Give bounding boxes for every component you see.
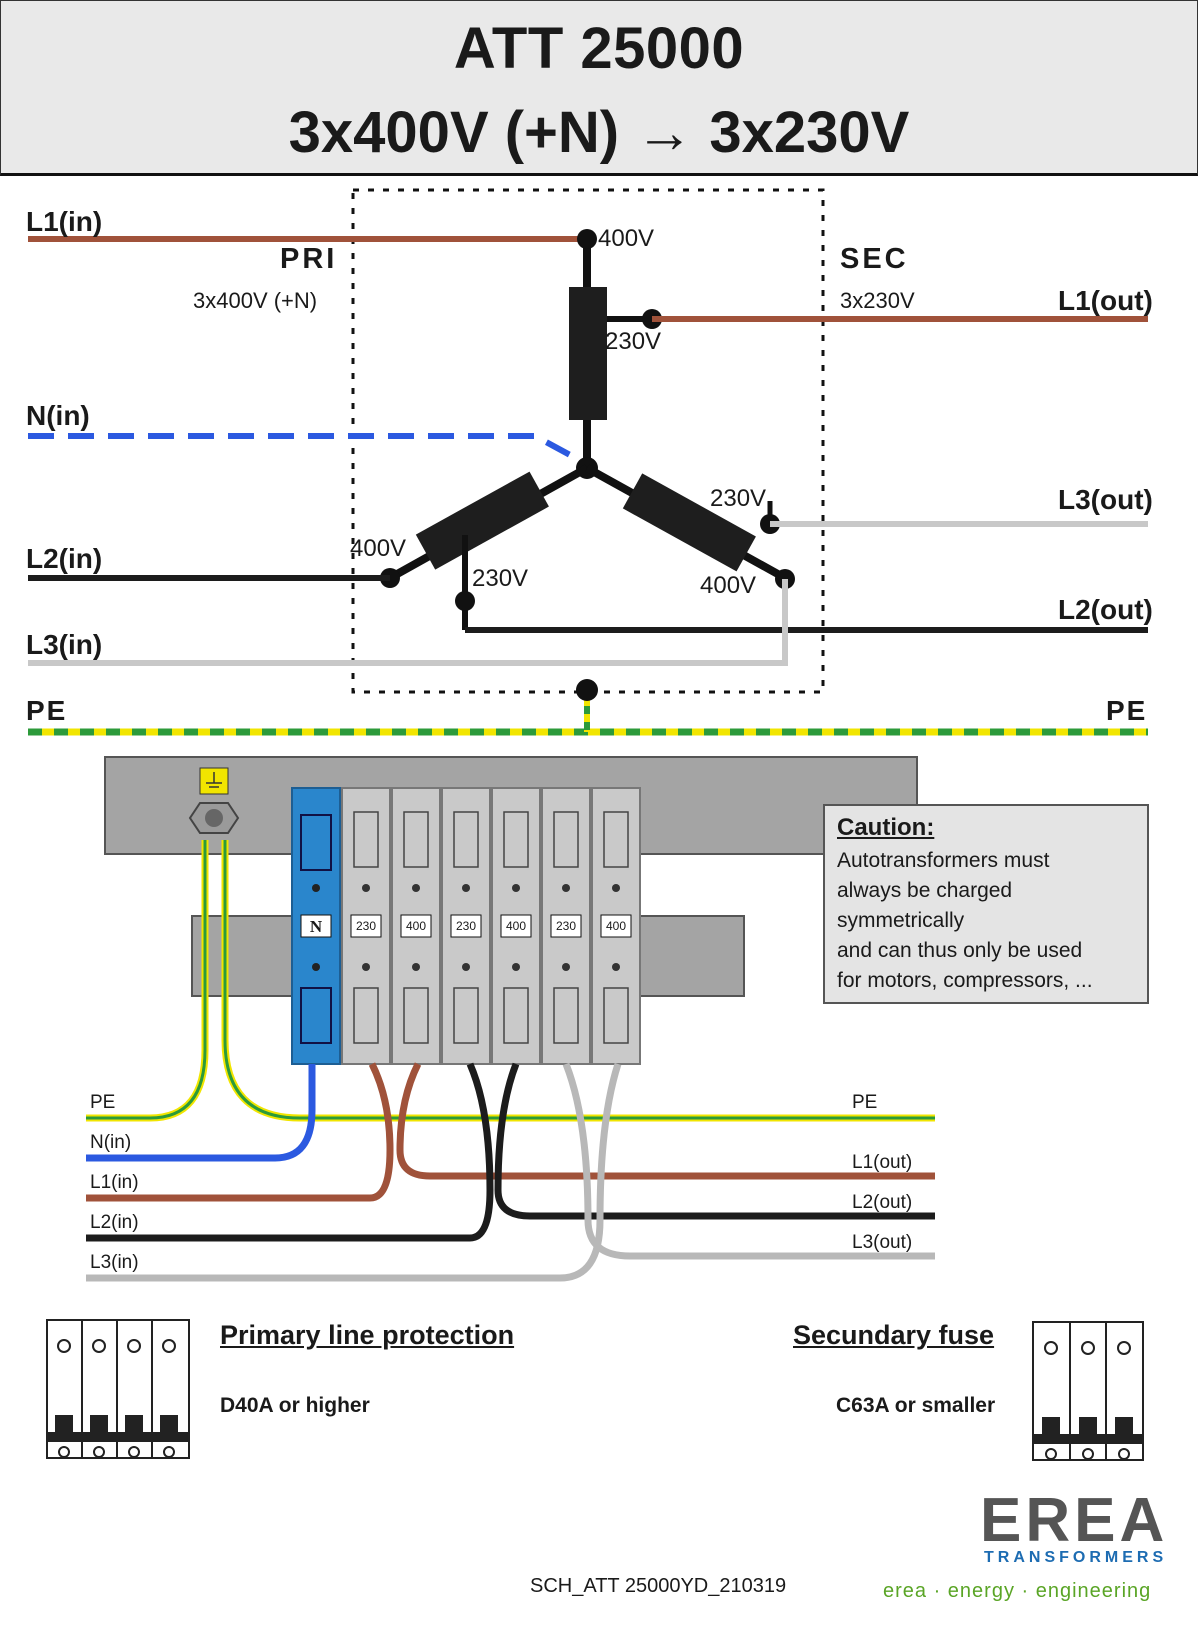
primary-protection-title: Primary line protection	[220, 1320, 515, 1350]
l2-out-cable	[494, 1062, 935, 1220]
tap-l1-400: 400V	[598, 225, 655, 252]
n-in-cable	[86, 1064, 316, 1162]
title-header: ATT 25000 3x400V (+N) → 3x230V	[0, 0, 1198, 176]
wire-label-l3-out: L3(out)	[852, 1232, 913, 1253]
label-l1-out: L1(out)	[1058, 285, 1153, 316]
coil-l3	[622, 473, 756, 572]
primary-protection-rating: D40A or higher	[220, 1394, 370, 1417]
wire-label-pe-in: PE	[90, 1092, 116, 1113]
wire-label-l1-out: L1(out)	[852, 1152, 913, 1173]
pri-subtitle: 3x400V (+N)	[193, 288, 318, 313]
l1-out-cable	[396, 1062, 935, 1180]
terminal-label: 400	[505, 919, 527, 933]
caution-line: and can thus only be used	[837, 939, 1083, 962]
secondary-breaker-icon	[1032, 1321, 1144, 1461]
label-l3-in: L3(in)	[26, 629, 103, 660]
grey-terminals	[341, 787, 641, 1065]
tap-l2-230: 230V	[472, 565, 529, 592]
label-l3-out: L3(out)	[1058, 484, 1153, 515]
n-in-wire	[28, 433, 585, 465]
tap-l3-400: 400V	[700, 572, 757, 599]
l3-in-cable	[86, 1062, 622, 1282]
conversion-title: 3x400V (+N) → 3x230V	[288, 100, 910, 165]
wire-label-l2-in: L2(in)	[90, 1212, 139, 1233]
terminal-label: 230	[455, 919, 477, 933]
brand-name: EREA	[980, 1486, 1169, 1555]
wire-label-l2-out: L2(out)	[852, 1192, 913, 1213]
brand-subtitle: TRANSFORMERS	[984, 1549, 1168, 1566]
brand-tagline: erea · energy · engineering	[883, 1580, 1152, 1602]
sec-subtitle: 3x230V	[840, 288, 915, 313]
coil-l2	[415, 471, 549, 570]
label-l2-in: L2(in)	[26, 543, 103, 574]
l3-in-wire	[28, 579, 788, 666]
caution-line: symmetrically	[837, 909, 965, 932]
pe-in-cable	[86, 840, 209, 1122]
model-title: ATT 25000	[453, 16, 745, 81]
erea-logo-icon	[890, 1499, 954, 1563]
tap-l1-230: 230V	[605, 328, 662, 355]
terminal-label: 400	[605, 919, 627, 933]
terminal-label: 230	[355, 919, 377, 933]
l3-out-cable	[562, 1062, 935, 1260]
l2-in-cable	[86, 1062, 494, 1242]
coil-l1	[569, 287, 607, 420]
caution-line: always be charged	[837, 879, 1013, 902]
l1-in-cable	[86, 1062, 394, 1202]
transformer-boundary	[351, 188, 825, 694]
label-pe-left: PE	[26, 695, 68, 726]
label-l2-out: L2(out)	[1058, 594, 1153, 625]
secondary-fuse-rating: C63A or smaller	[836, 1394, 996, 1417]
label-pe-right: PE	[1106, 695, 1148, 726]
caution-line: for motors, compressors, ...	[837, 969, 1093, 992]
label-n-in: N(in)	[26, 400, 90, 431]
wire-label-n-in: N(in)	[90, 1132, 132, 1153]
terminal-label-n: N	[309, 917, 323, 936]
sec-title: SEC	[840, 243, 909, 275]
pri-title: PRI	[280, 243, 338, 275]
secondary-fuse-title: Secundary fuse	[793, 1320, 995, 1350]
tap-l2-400: 400V	[350, 535, 407, 562]
terminal-label: 230	[555, 919, 577, 933]
caution-line: Autotransformers must	[837, 849, 1050, 872]
wire-label-pe-out: PE	[852, 1092, 878, 1113]
caution-title: Caution:	[837, 814, 935, 841]
wire-label-l3-in: L3(in)	[90, 1252, 139, 1273]
primary-breaker-icon	[46, 1319, 190, 1459]
caution-box: Caution: Autotransformers must always be…	[823, 804, 1149, 1004]
terminal-label: 400	[405, 919, 427, 933]
tap-l3-230: 230V	[710, 485, 767, 512]
wire-label-l1-in: L1(in)	[90, 1172, 139, 1193]
document-id: SCH_ATT 25000YD_210319	[530, 1575, 787, 1597]
label-l1-in: L1(in)	[26, 206, 103, 237]
